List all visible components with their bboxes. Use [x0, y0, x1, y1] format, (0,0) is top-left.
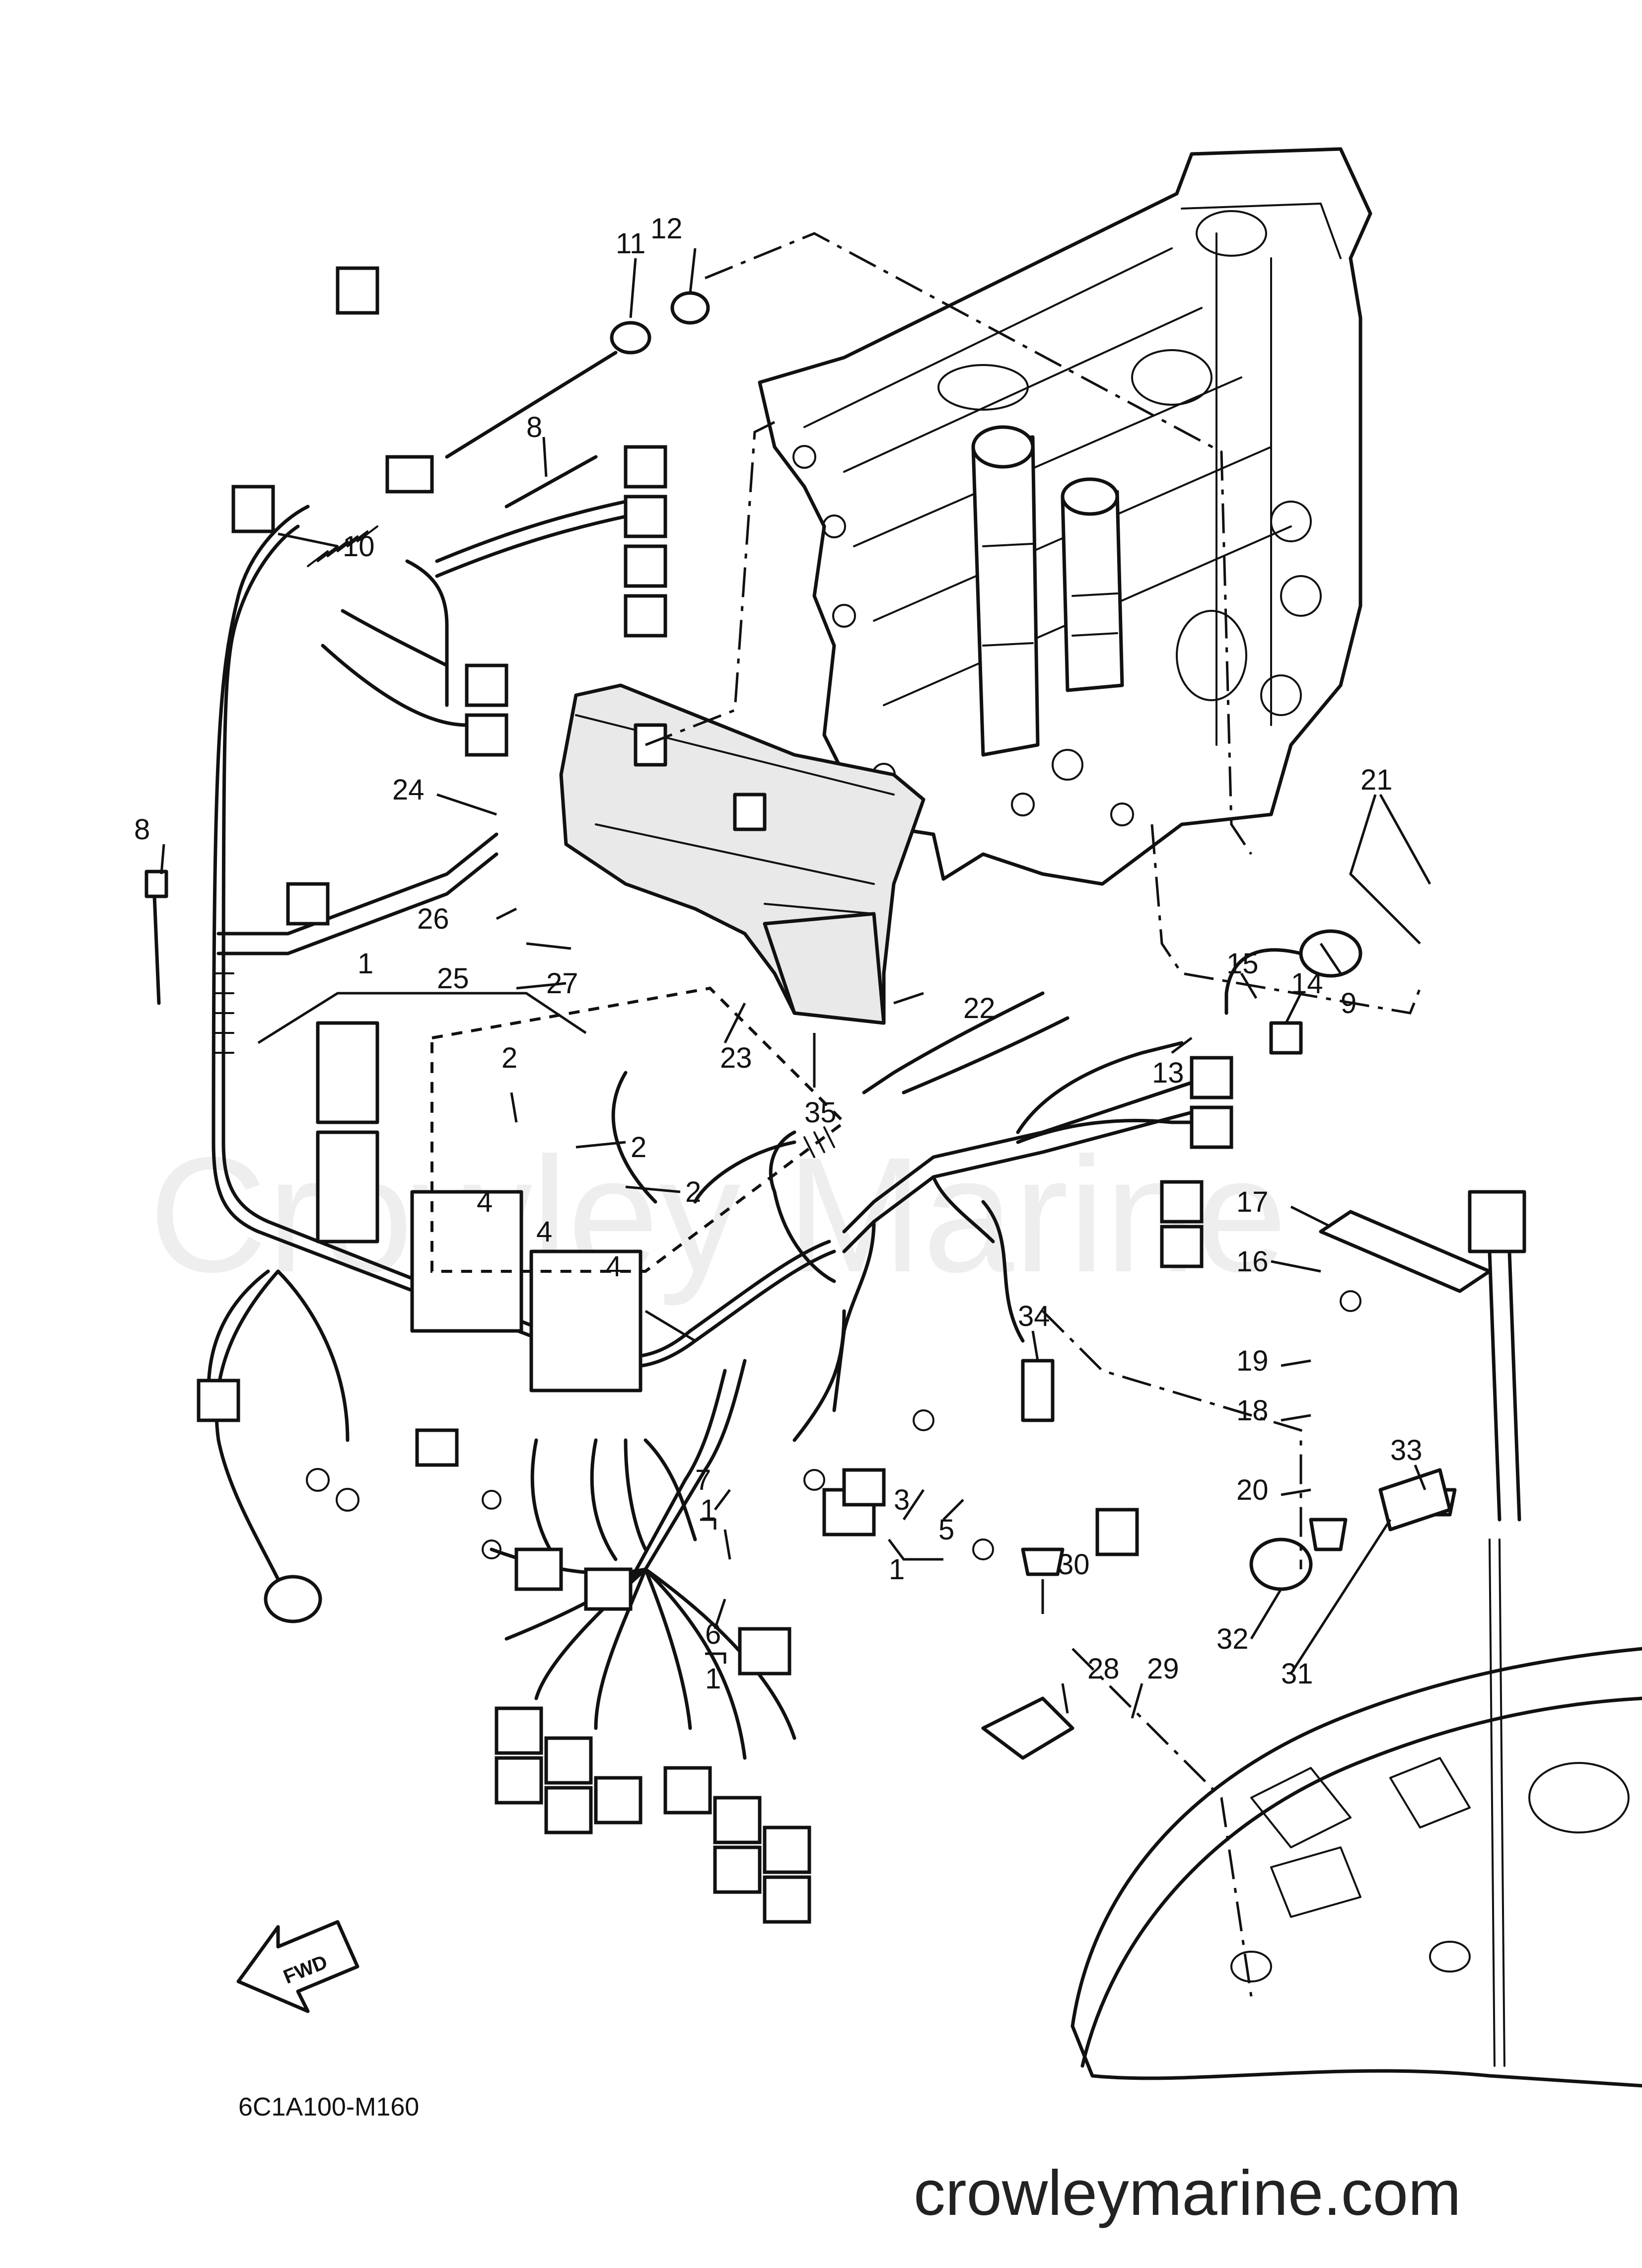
callout-18: 18: [1236, 1394, 1269, 1427]
callout-26: 26: [417, 903, 449, 935]
callout-13: 13: [1152, 1057, 1184, 1089]
callout-4: 4: [606, 1250, 622, 1283]
fwd-arrow-icon: FWD: [236, 1920, 359, 2013]
callout-16: 16: [1236, 1245, 1269, 1278]
callout-2: 2: [501, 1042, 517, 1074]
callout-25: 25: [437, 962, 469, 995]
callout-9: 9: [1341, 987, 1356, 1020]
connector-10: [231, 485, 275, 533]
callout-5: 5: [938, 1514, 954, 1546]
callout-8: 8: [134, 813, 150, 846]
callout-2: 2: [631, 1131, 646, 1164]
diagram-code: 6C1A100-M160: [238, 2093, 419, 2122]
callout-8: 8: [526, 411, 542, 443]
electrical-bracket-22: [559, 683, 926, 1025]
callout-19: 19: [1236, 1345, 1269, 1377]
group-outline-1: [430, 986, 847, 1273]
callout-labels: 1 1 1 1 2 2 2 3 4 4 4 5 6 7 8 8 9 10 11 …: [134, 213, 1423, 1695]
connector-a: [336, 266, 379, 315]
callout-1: 1: [357, 948, 373, 980]
callout-14: 14: [1291, 967, 1323, 1000]
callout-7: 7: [695, 1464, 711, 1496]
callout-29: 29: [1147, 1653, 1179, 1685]
callout-17: 17: [1236, 1186, 1269, 1218]
callout-23: 23: [720, 1042, 752, 1074]
callout-11: 11: [616, 227, 645, 260]
callout-12: 12: [650, 213, 683, 245]
callout-4: 4: [536, 1216, 552, 1248]
lower-cowling: [1071, 1538, 1642, 2088]
engine-block: [758, 147, 1372, 886]
callout-15: 15: [1226, 948, 1259, 980]
callout-27: 27: [546, 967, 578, 1000]
callout-24: 24: [392, 774, 425, 806]
callout-10: 10: [343, 530, 375, 563]
callout-1: 1: [700, 1494, 716, 1526]
connectors: [144, 266, 1526, 1924]
callout-1: 1: [705, 1663, 721, 1695]
callout-2: 2: [685, 1176, 701, 1208]
callout-34: 34: [1018, 1300, 1050, 1332]
callout-21: 21: [1360, 764, 1393, 796]
callout-3: 3: [894, 1484, 910, 1516]
callout-20: 20: [1236, 1474, 1269, 1506]
callout-4: 4: [477, 1186, 493, 1218]
callout-35: 35: [804, 1097, 837, 1129]
callout-32: 32: [1216, 1623, 1249, 1655]
connector-b: [385, 455, 434, 494]
leader-lines: [160, 248, 1431, 1719]
callout-6: 6: [705, 1618, 721, 1650]
website-label: crowleymarine.com: [914, 2158, 1461, 2229]
callout-30: 30: [1058, 1548, 1090, 1581]
reference-lines: [645, 232, 1422, 1997]
callout-31: 31: [1281, 1658, 1313, 1690]
callout-33: 33: [1390, 1434, 1423, 1466]
callout-22: 22: [963, 992, 996, 1024]
callout-1: 1: [889, 1553, 905, 1586]
callout-28: 28: [1087, 1653, 1120, 1685]
